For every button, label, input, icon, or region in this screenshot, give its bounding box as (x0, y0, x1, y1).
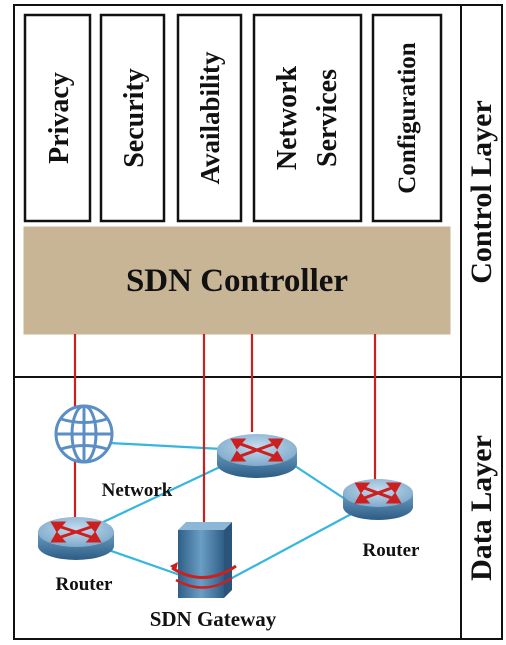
module-privacy: Privacy (23, 13, 92, 223)
router-top-icon (217, 434, 297, 478)
module-network-services: Network Services (252, 13, 363, 223)
data-layer-label: Data Layer (465, 435, 498, 581)
gateway-icon (170, 522, 237, 598)
sdn-controller-label: SDN Controller (126, 263, 348, 299)
router-right-icon (343, 479, 413, 520)
globe-icon (54, 404, 114, 464)
router-left-label: Router (56, 574, 114, 595)
module-configuration-label: Configuration (394, 42, 421, 194)
router-left-icon (38, 517, 114, 560)
module-availability: Availability (176, 13, 243, 223)
module-availability-label: Availability (195, 51, 225, 185)
module-security: Security (99, 13, 166, 223)
link-gateway-router-right (231, 511, 356, 579)
module-privacy-label: Privacy (44, 72, 75, 164)
layer-label-control-group: Control Layer (465, 100, 498, 284)
gateway-label: SDN Gateway (150, 607, 277, 631)
module-configuration: Configuration (371, 13, 443, 223)
module-security-label: Security (119, 68, 150, 168)
network-label: Network (102, 480, 173, 501)
layer-label-data-group: Data Layer (465, 435, 498, 581)
sdn-controller-box (23, 226, 451, 335)
module-network-services-label-line2: Services (312, 69, 343, 167)
link-router-top-router-right (291, 463, 346, 500)
module-network-services-label-line1: Network (272, 65, 303, 170)
sdn-controller: SDN Controller (23, 226, 451, 335)
router-right-label: Router (363, 540, 421, 561)
control-layer-label: Control Layer (465, 100, 498, 284)
